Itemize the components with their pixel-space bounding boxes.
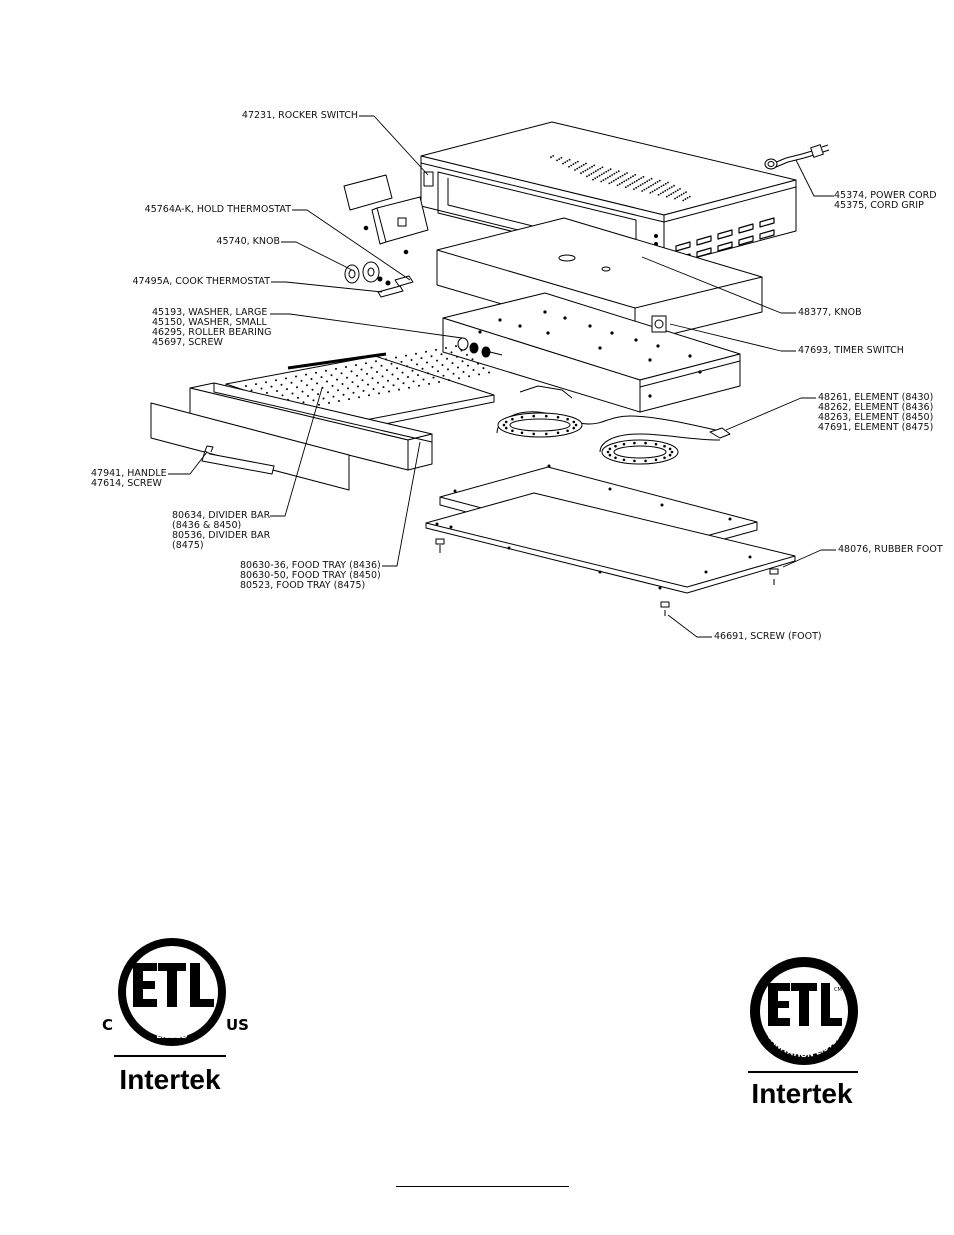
callout-text: 47693, TIMER SWITCH — [798, 345, 904, 356]
callout-hold-thermostat: 45764A-K, HOLD THERMOSTAT — [145, 205, 291, 215]
callout-text: 48263, ELEMENT (8450) — [818, 412, 934, 423]
callout-washer-group: 45193, WASHER, LARGE 45150, WASHER, SMAL… — [152, 308, 271, 348]
callout-text: 45740, KNOB — [216, 236, 280, 247]
callout-text: 45764A-K, HOLD THERMOSTAT — [144, 204, 291, 215]
drawer-assembly — [150, 382, 433, 491]
callout-text: 80630-36, FOOD TRAY (8436) — [240, 560, 381, 571]
logo-cm-text: CM — [210, 965, 218, 971]
bottom-plate — [425, 464, 796, 616]
callout-text: 47495A, COOK THERMOSTAT — [132, 276, 270, 287]
callout-knob-right: 48377, KNOB — [798, 308, 862, 318]
callout-text: 48076, RUBBER FOOT — [838, 544, 943, 555]
callout-divider-bar: 80634, DIVIDER BAR (8436 & 8450) 80536, … — [172, 511, 270, 551]
callout-text: 46691, SCREW (FOOT) — [714, 631, 822, 642]
callout-rubber-foot: 48076, RUBBER FOOT — [838, 545, 943, 555]
power-cord — [764, 144, 830, 170]
etl-listed-logo: LISTED CM C US Intertek — [102, 938, 249, 1095]
callout-handle: 47941, HANDLE 47614, SCREW — [91, 469, 167, 489]
callout-knob-left: 45740, KNOB — [216, 237, 280, 247]
callout-element: 48261, ELEMENT (8430) 48262, ELEMENT (84… — [818, 393, 933, 433]
callout-text: 45374, POWER CORD — [834, 190, 937, 201]
logo-listed-text: LISTED — [156, 1031, 188, 1040]
callout-text: 48261, ELEMENT (8430) — [818, 392, 934, 403]
callout-text: (8475) — [172, 540, 204, 551]
callout-power-cord: 45374, POWER CORD 45375, CORD GRIP — [834, 191, 937, 211]
exploded-parts-diagram — [150, 115, 836, 638]
callout-text: 47614, SCREW — [91, 478, 162, 489]
logo-intertek-text: Intertek — [751, 1078, 853, 1109]
food-tray — [225, 345, 495, 433]
logo-cm-text: CM — [834, 987, 842, 993]
callout-text: 45697, SCREW — [152, 337, 223, 348]
callout-text: 45375, CORD GRIP — [834, 200, 924, 211]
heating-element — [496, 385, 731, 465]
vent-dot-grid — [550, 155, 691, 202]
callout-screw-foot: 46691, SCREW (FOOT) — [714, 632, 822, 642]
callout-timer-switch: 47693, TIMER SWITCH — [798, 346, 904, 356]
callout-text: 48262, ELEMENT (8436) — [818, 402, 934, 413]
callout-text: 47941, HANDLE — [91, 468, 167, 479]
callout-text: 48377, KNOB — [798, 307, 862, 318]
callout-text: 80523, FOOD TRAY (8475) — [240, 580, 366, 591]
callout-text: 80536, DIVIDER BAR — [172, 530, 271, 541]
logo-intertek-text: Intertek — [119, 1064, 221, 1095]
footer-rule — [396, 1186, 569, 1187]
logo-us-text: US — [226, 1016, 249, 1034]
callout-cook-thermostat: 47495A, COOK THERMOSTAT — [133, 277, 270, 287]
callout-food-tray: 80630-36, FOOD TRAY (8436) 80630-50, FOO… — [240, 561, 381, 591]
callout-text: 80634, DIVIDER BAR — [172, 510, 271, 521]
callout-text: (8436 & 8450) — [172, 520, 242, 531]
base-chassis — [442, 292, 741, 413]
callout-text: 47231, ROCKER SWITCH — [241, 110, 358, 121]
callout-text: 46295, ROLLER BEARING — [152, 327, 272, 338]
logo-c-text: C — [102, 1016, 113, 1034]
callout-text: 45193, WASHER, LARGE — [152, 307, 268, 318]
callout-text: 45150, WASHER, SMALL — [152, 317, 267, 328]
callout-text: 80630-50, FOOD TRAY (8450) — [240, 570, 381, 581]
thermostat-assembly — [343, 174, 429, 298]
leader-lines — [168, 115, 836, 638]
etl-letters — [133, 963, 214, 1007]
callout-rocker-switch: 47231, ROCKER SWITCH — [242, 111, 358, 121]
etl-sanitation-logo: SANITATION LISTED CM Intertek — [748, 957, 858, 1109]
callout-text: 47691, ELEMENT (8475) — [818, 422, 934, 433]
